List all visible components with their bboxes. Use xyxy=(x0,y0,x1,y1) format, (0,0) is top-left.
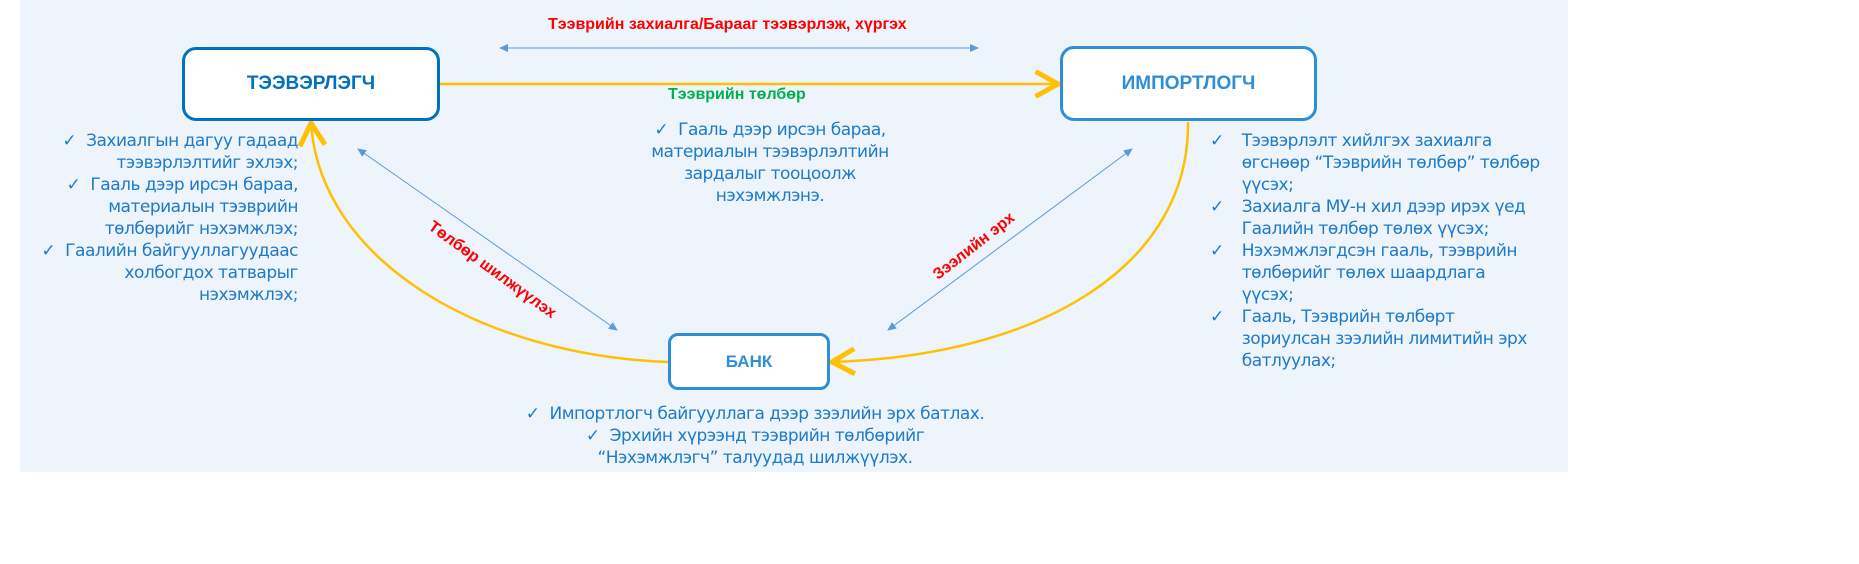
check-icon: ✓ xyxy=(41,241,56,261)
order-label: Тээврийн захиалга/Барааг тээвэрлэж, хүрг… xyxy=(548,16,907,33)
payment-label: Тээврийн төлбөр xyxy=(668,86,806,103)
check-icon: ✓ xyxy=(62,131,77,151)
list-item: ✓Тээвэрлэлт хийлгэх захиалга өгснөөр “Тэ… xyxy=(1210,131,1540,195)
check-icon: ✓ xyxy=(1210,307,1224,327)
list-item: ✓Гааль дээр ирсэн бараа, материалын тээв… xyxy=(66,175,299,239)
bank-node: БАНК xyxy=(668,333,830,390)
list-item: ✓Гааль, Тээврийн төлбөрт зориулсан зээли… xyxy=(1210,307,1527,371)
check-icon: ✓ xyxy=(585,426,600,446)
carrier-list: ✓Захиалгын дагуу гадаад тээвэрлэлтийг эх… xyxy=(30,130,298,306)
list-item: ✓Гааль дээр ирсэн бараа, материалын тээв… xyxy=(651,120,889,206)
importer-to-bank-curve xyxy=(832,121,1190,362)
list-item: ✓Захиалга МУ-н хил дээр ирэх үед Гаалийн… xyxy=(1210,197,1526,239)
carrier-node: ТЭЭВЭРЛЭГЧ xyxy=(182,47,440,121)
list-item: ✓Нэхэмжлэгдсэн гааль, тээврийн төлбөрийг… xyxy=(1210,241,1518,305)
check-icon: ✓ xyxy=(654,120,669,140)
check-icon: ✓ xyxy=(1210,131,1224,151)
list-item: ✓Гаалийн байгууллагуудаас холбогдох татв… xyxy=(41,241,298,305)
importer-list: ✓Тээвэрлэлт хийлгэх захиалга өгснөөр “Тэ… xyxy=(1210,130,1540,372)
list-item: ✓Импортлогч байгууллага дээр зээлийн эрх… xyxy=(525,404,985,424)
check-icon: ✓ xyxy=(525,404,540,424)
check-icon: ✓ xyxy=(66,175,81,195)
check-icon: ✓ xyxy=(1210,197,1224,217)
list-item: ✓Эрхийн хүрээнд тээврийн төлбөрийг “Нэхэ… xyxy=(585,426,925,468)
center-list: ✓Гааль дээр ирсэн бараа, материалын тээв… xyxy=(630,119,910,207)
credit-arrow xyxy=(887,148,1133,331)
importer-node: ИМПОРТЛОГЧ xyxy=(1060,46,1317,121)
bank-list: ✓Импортлогч байгууллага дээр зээлийн эрх… xyxy=(520,403,990,469)
check-icon: ✓ xyxy=(1210,241,1224,261)
bank-to-carrier-curve xyxy=(311,123,669,364)
transfer-arrow xyxy=(357,148,618,331)
list-item: ✓Захиалгын дагуу гадаад тээвэрлэлтийг эх… xyxy=(62,131,298,173)
